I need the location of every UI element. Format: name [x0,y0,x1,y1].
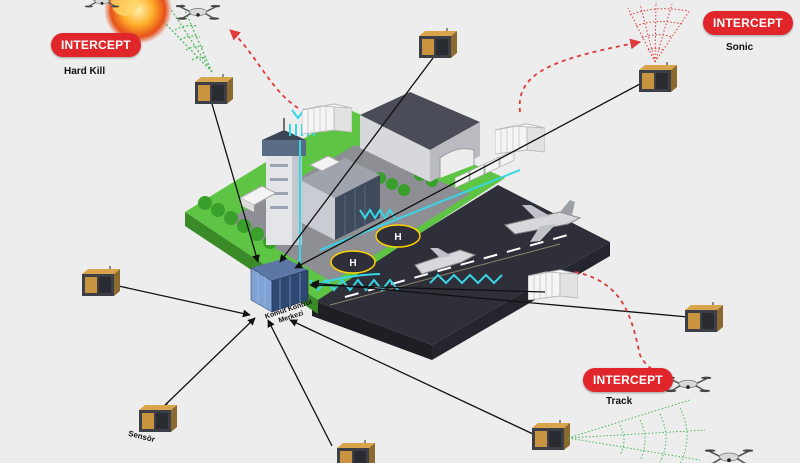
sensor-box-icon [194,74,233,105]
hard-kill-beam [159,3,213,73]
control-tower [262,118,380,245]
svg-text:H: H [349,258,356,269]
drone-icon [705,448,753,463]
airplane-icon [414,248,477,275]
svg-text:H: H [394,232,401,243]
track-beam [567,399,706,463]
sensor-box-icon [336,440,375,463]
ground-vehicles [238,155,342,212]
mode-label-hard-kill: Hard Kill [64,66,106,77]
intercept-badge-hard-kill: INTERCEPT [51,33,141,57]
sensor-box-icon [81,266,120,297]
sensor-box-icon [138,402,177,433]
explosion-icon [104,0,172,44]
mode-label-sonic: Sonic [726,42,754,53]
intercept-badge-track: INTERCEPT [583,368,673,392]
intercept-badge-sonic: INTERCEPT [703,11,793,35]
sonic-beam [627,1,691,63]
sensor-box-icon [531,420,570,451]
intercept-paths [229,29,670,380]
command-center-icon [250,258,309,313]
jammer-container [302,103,352,134]
sensor-box-icon [418,28,457,59]
airplane-icon [503,200,582,242]
sensor-box-icon [684,302,723,333]
sensor-box-icon [638,62,677,93]
drone-icon [176,4,220,21]
sensor-links [113,57,689,447]
mode-label-track: Track [606,396,633,407]
